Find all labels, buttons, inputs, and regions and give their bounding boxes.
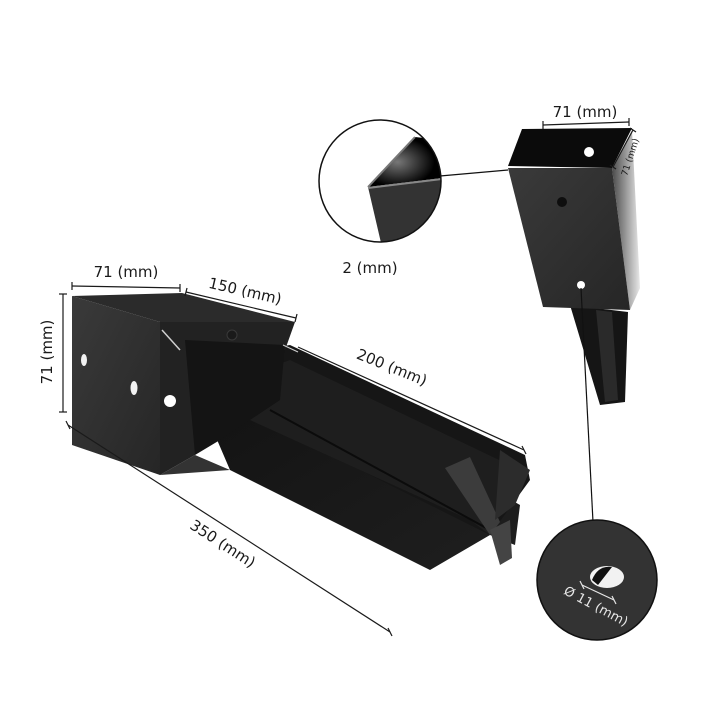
main-stake-view: 71 (mm) 150 (mm) 71 (mm) 200 (mm) 350 (m… bbox=[38, 263, 530, 637]
callout-circle-border bbox=[318, 119, 442, 243]
spike-ridge bbox=[195, 360, 520, 535]
socket-top-face bbox=[72, 293, 295, 322]
spike-crease bbox=[269, 409, 491, 531]
hole-callout: Ø 11 (mm) bbox=[536, 287, 658, 641]
upright-spike-fin bbox=[596, 310, 618, 402]
upright-stake-view: 71 (mm) 71 (mm) bbox=[508, 103, 642, 405]
hole-dimension-line bbox=[579, 580, 617, 605]
socket-bottom-lip bbox=[160, 455, 230, 475]
bolt-hole bbox=[81, 354, 87, 366]
callout-circle-border bbox=[536, 519, 658, 641]
bolt-hole bbox=[226, 329, 238, 341]
callout-leader-line bbox=[580, 287, 594, 523]
spike-tip-fin-upper bbox=[445, 457, 500, 535]
dim-top-width: 71 (mm) bbox=[94, 263, 159, 281]
socket-inner bbox=[185, 340, 285, 455]
edge-highlight bbox=[282, 344, 299, 353]
spike-tip-fin-lower bbox=[490, 520, 512, 565]
main-dimension-lines bbox=[59, 282, 527, 637]
bolt-hole bbox=[130, 381, 138, 395]
bolt-hole bbox=[557, 197, 567, 207]
upright-front-face bbox=[508, 168, 630, 310]
thickness-label: 2 (mm) bbox=[342, 259, 397, 277]
socket-left-face bbox=[72, 296, 160, 475]
detail-outer-wall bbox=[368, 178, 441, 242]
thickness-callout: 2 (mm) bbox=[318, 119, 509, 277]
bolt-hole bbox=[164, 395, 176, 407]
upright-dimension-lines bbox=[542, 118, 637, 170]
dim-height: 71 (mm) bbox=[38, 320, 56, 385]
edge-highlight bbox=[161, 329, 181, 351]
callout-leader-line bbox=[439, 169, 509, 177]
bolt-hole bbox=[577, 281, 585, 289]
detail-edge bbox=[367, 178, 441, 189]
hole-shadow bbox=[592, 566, 612, 585]
upright-side-face bbox=[612, 130, 640, 310]
detail-edge bbox=[367, 136, 416, 188]
detail-inner-wall bbox=[368, 137, 441, 187]
bolt-hole bbox=[584, 147, 594, 157]
upright-dim-top-width: 71 (mm) bbox=[553, 103, 618, 121]
spike-tip-fin-right bbox=[495, 450, 530, 520]
upright-top-opening bbox=[508, 128, 632, 168]
